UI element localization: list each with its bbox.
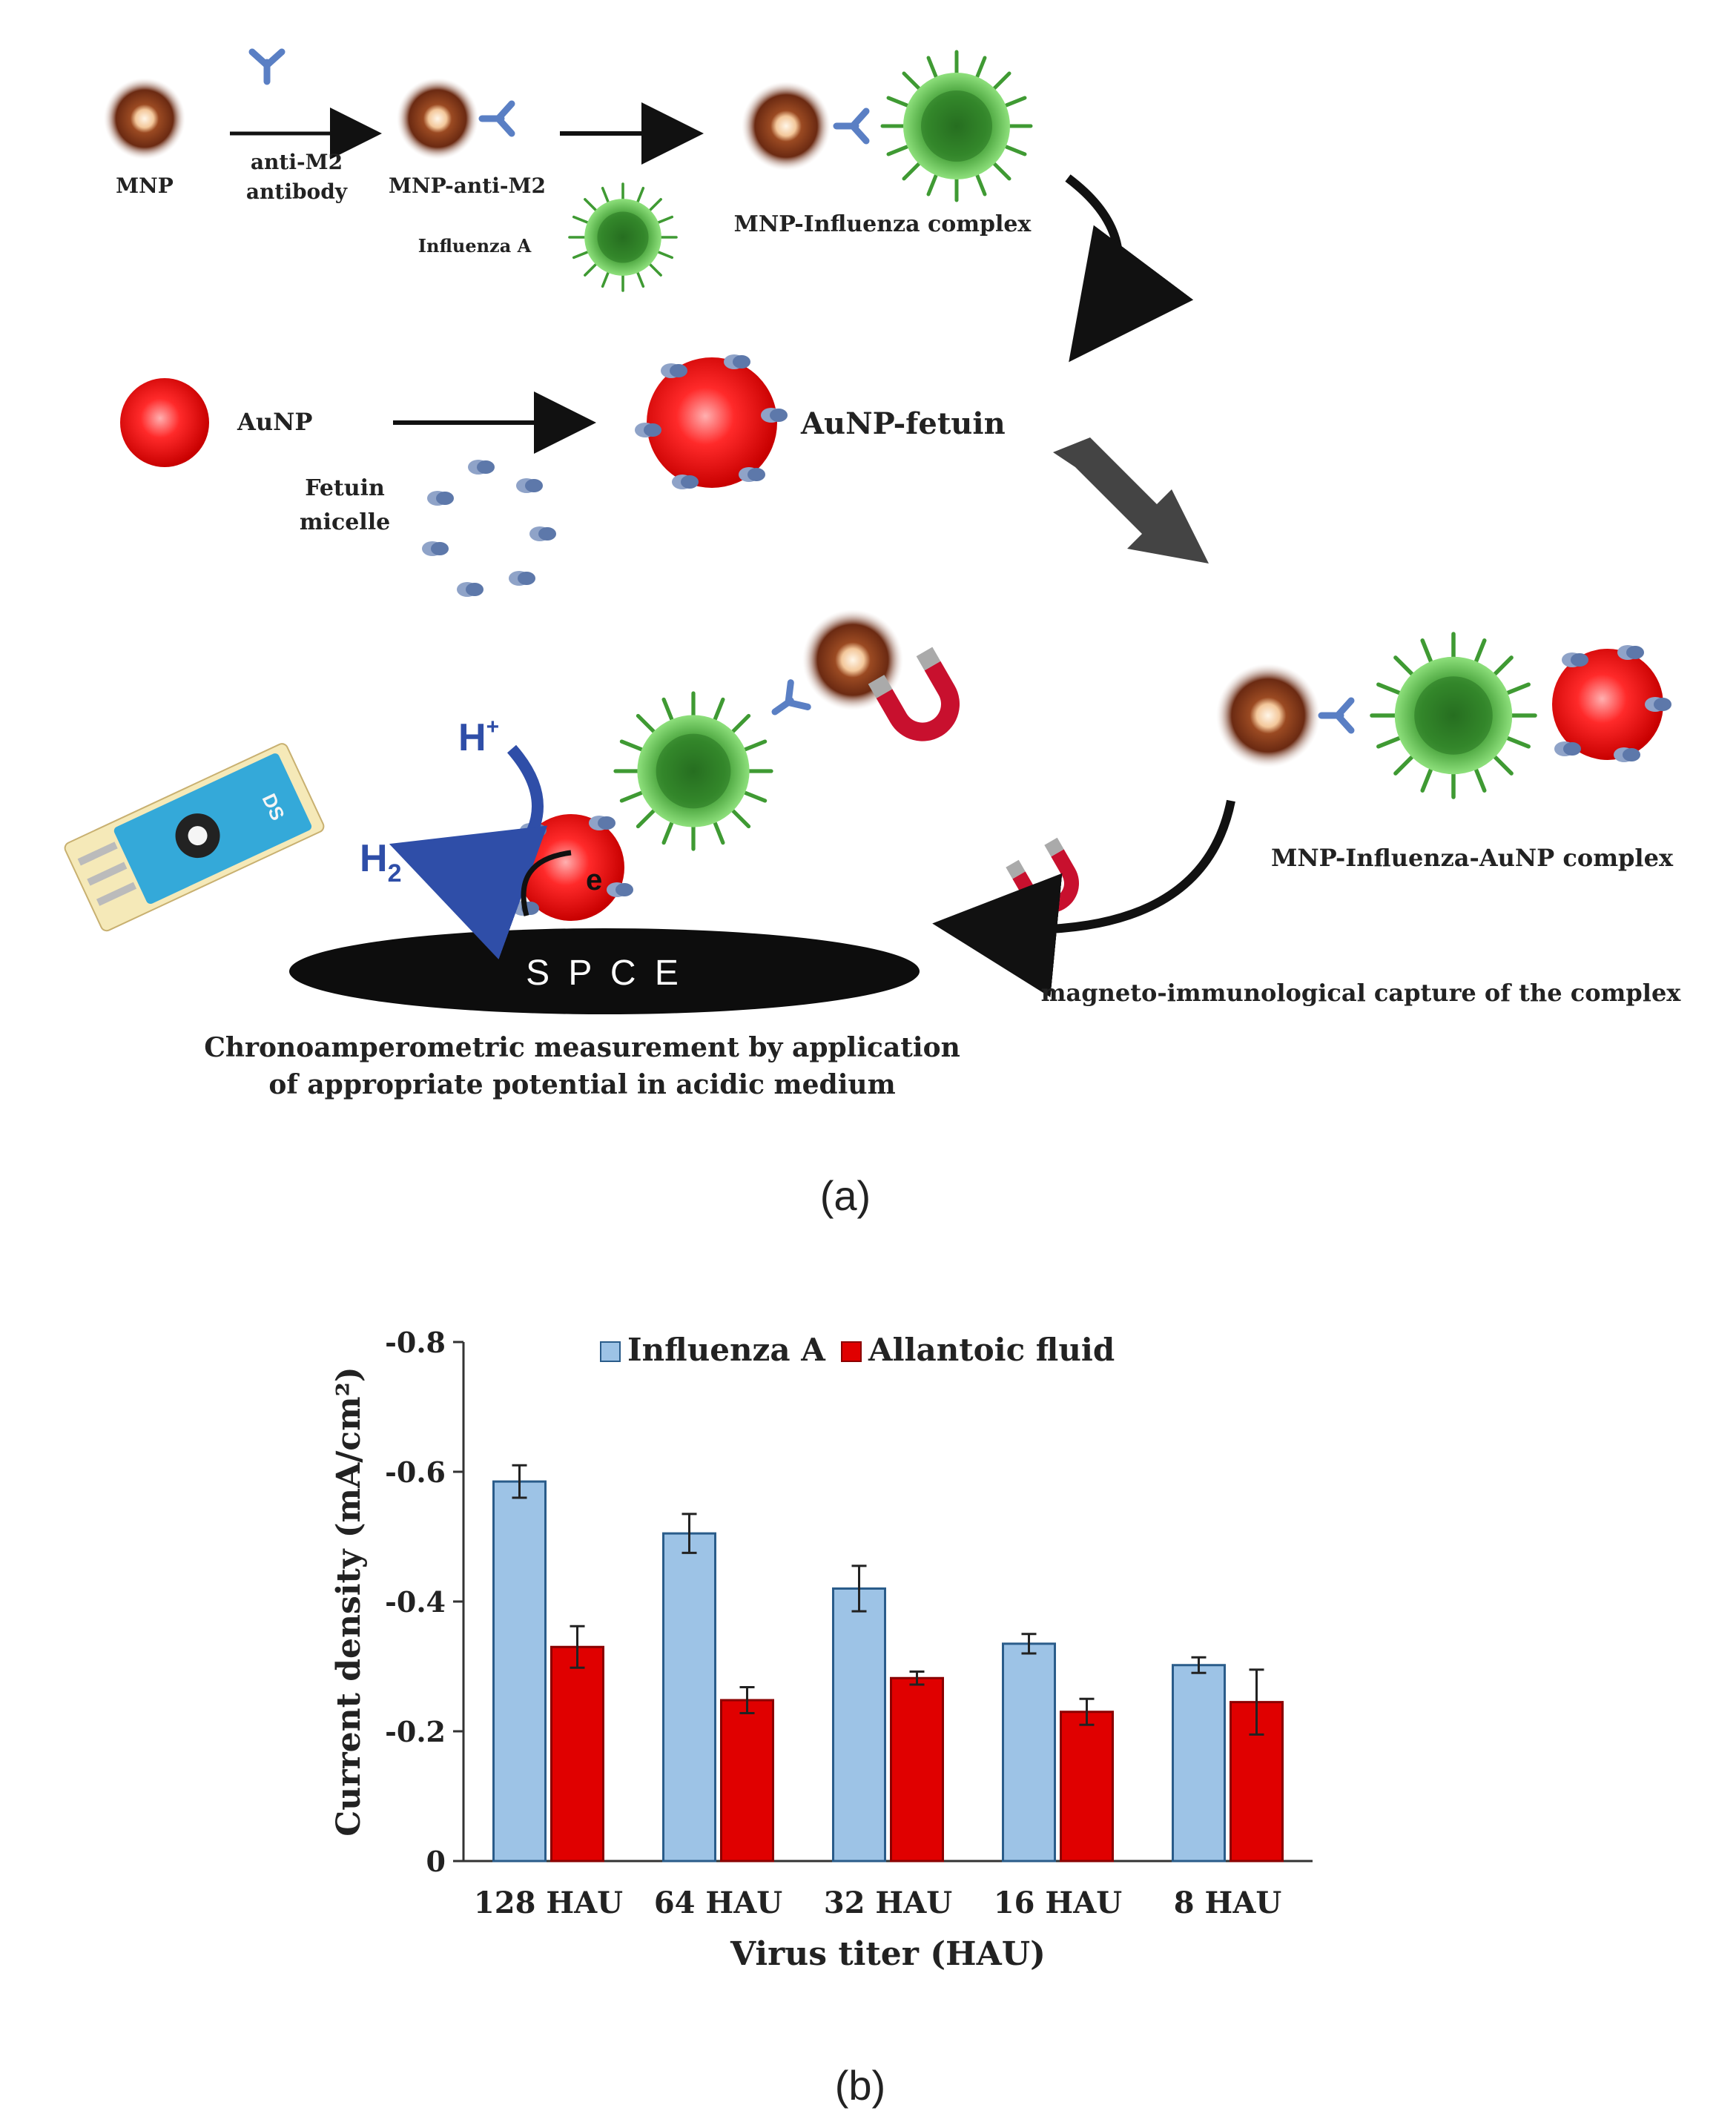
complex-virus-icon [1372,634,1535,797]
chrono-label-line1: Chronoamperometric measurement by applic… [204,1032,960,1063]
legend-entry: Allantoic fluid [868,1332,1115,1368]
assay-scheme-diagram: MNP anti-M2 antibody MNP-anti-M2 Influen… [64,0,1682,1100]
bar-allantoic-fluid [550,1645,604,1863]
y-axis-label: Current density (mA/cm²) [330,1366,368,1836]
bar-allantoic-fluid [890,1676,944,1863]
bar-influenza-a [492,1480,547,1863]
aunp-fetuin-label: AuNP-fetuin [800,406,1006,441]
y-tick-label: -0.6 [385,1455,446,1489]
h-plus-label: H+ [458,715,499,759]
mnp-anti-m2-label: MNP-anti-M2 [389,173,546,198]
mnp-particle [104,78,185,159]
caption-b: (b) [834,2062,886,2109]
bar-influenza-a [1172,1664,1226,1863]
anti-m2-label: anti-M2 [251,150,343,174]
x-tick-label: 16 HAU [994,1886,1122,1920]
curved-arrow-down [1065,174,1194,363]
bar-series [492,1464,1284,1863]
current-density-bar-chart: 0 -0.2 -0.4 -0.6 -0.8 128 HAU 64 HAU 32 HAU 16 … [330,1326,1313,1973]
complex-full-label: MNP-Influenza-AuNP complex [1271,844,1674,872]
y-tick-label: 0 [426,1845,446,1878]
x-tick-label: 32 HAU [824,1886,952,1920]
mnp-anti-m2-particle [397,78,478,159]
mnp-influenza-antibody-icon [836,111,866,141]
y-tick-label: -0.4 [385,1585,446,1619]
spce-label: S P C E [526,954,683,993]
x-axis-label: Virus titer (HAU) [730,1935,1046,1973]
mnp-influenza-virus-icon [882,52,1031,200]
legend-entry: Influenza A [627,1332,826,1368]
mnp-influenza-mnp-particle [742,82,831,171]
bar-influenza-a [832,1587,886,1863]
x-tick-labels: 128 HAU 64 HAU 32 HAU 16 HAU 8 HAU [474,1886,1281,1920]
magnet-icon-lower [1006,837,1079,913]
influenza-virus-icon [568,182,678,292]
x-tick-label: 8 HAU [1174,1886,1281,1920]
magnet-icon-upper [868,647,960,741]
y-tick-labels: 0 -0.2 -0.4 -0.6 -0.8 [385,1326,463,1878]
bar-influenza-a [1002,1642,1056,1863]
fetuin-micelle-icon [422,460,556,597]
y-tick-label: -0.2 [385,1715,446,1748]
aunp-fetuin-particle [635,354,788,489]
bar-influenza-a [662,1532,716,1863]
anti-m2-antibody-icon [252,52,282,82]
mnp-influenza-complex-label: MNP-Influenza complex [734,211,1032,237]
fetuin-label: Fetuin [305,475,385,501]
complex-antibody-icon [1321,701,1351,730]
mnp-label: MNP [116,173,174,198]
chart-legend: Influenza A Allantoic fluid [600,1332,1115,1368]
electron-transfer-arrow [521,850,572,916]
complex-aunp-fetuin-particle [1552,645,1671,762]
caption-a-html: (a) [819,1172,871,1219]
chrono-label-line2: of appropriate potential in acidic mediu… [268,1069,895,1100]
bar-allantoic-fluid [720,1699,774,1863]
capture-label: magneto-immunological capture of the com… [1041,979,1682,1007]
influenza-a-label: Influenza A [418,235,532,257]
micelle-label: micelle [300,509,390,535]
aunp-particle [120,378,209,467]
aunp-label: AuNP [237,408,312,436]
electron-label: e [586,864,602,896]
proton-reduction-arrow [389,744,548,959]
bar-allantoic-fluid [1060,1711,1114,1863]
electrode-virus-icon [615,693,771,849]
legend-swatch [600,1341,621,1362]
spce-test-strip: DS [64,743,325,932]
x-tick-label: 128 HAU [474,1886,623,1920]
mnp-anti-m2-antibody-icon [482,104,512,133]
electrode-antibody-icon [767,683,808,724]
y-tick-label: -0.8 [385,1326,446,1359]
antibody-label: antibody [246,179,348,204]
legend-swatch [841,1341,862,1362]
h2-label: H2 [360,837,401,888]
x-tick-label: 64 HAU [654,1886,782,1920]
capture-curved-arrow [932,799,1235,997]
thick-diagonal-arrow [1053,437,1209,564]
complex-mnp-particle [1216,664,1320,767]
